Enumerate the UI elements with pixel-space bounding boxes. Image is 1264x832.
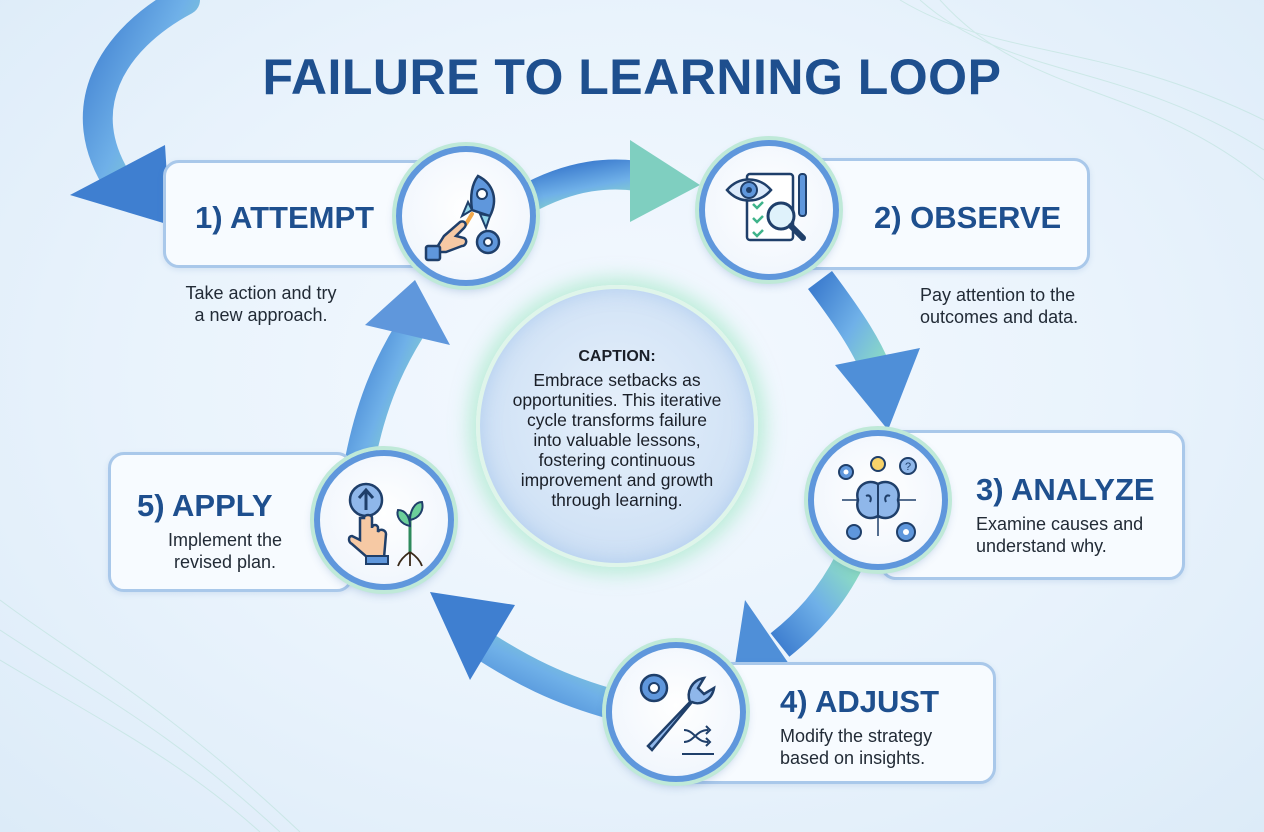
arrow-analyze-to-adjust xyxy=(735,553,864,680)
step-box-apply xyxy=(108,452,353,592)
step-icon-circle-adjust xyxy=(606,642,746,782)
arrow-observe-to-analyze xyxy=(807,271,920,430)
arrow-apply-to-attempt xyxy=(345,280,450,463)
rocket-hand-gear-icon xyxy=(424,174,501,262)
brain-lightbulb-gears-icon: ? xyxy=(838,456,917,542)
step-icon-circle-attempt xyxy=(396,146,536,286)
arrow-adjust-to-apply xyxy=(430,592,619,720)
step-title-adjust: 4) ADJUST xyxy=(780,684,940,719)
step-title-attempt: 1) ATTEMPT xyxy=(195,200,375,235)
caption-text: Embrace setbacks as opportunities. This … xyxy=(512,370,722,510)
svg-text:?: ? xyxy=(905,461,911,473)
step-title-apply: 5) APPLY xyxy=(137,488,273,523)
arrow-attempt-to-observe xyxy=(517,140,700,222)
step-icon-circle-observe xyxy=(699,140,839,280)
step-icon-circle-apply xyxy=(314,450,454,590)
page-title: FAILURE TO LEARNING LOOP xyxy=(262,49,1002,105)
hand-button-plant-icon xyxy=(347,482,424,567)
step-title-analyze: 3) ANALYZE xyxy=(976,472,1155,507)
caption-circle xyxy=(476,285,758,567)
caption-heading: CAPTION: xyxy=(578,348,656,365)
step-title-observe: 2) OBSERVE xyxy=(874,200,1062,235)
eye-clipboard-magnifier-icon xyxy=(725,172,807,242)
step-icon-circle-analyze: ? xyxy=(808,430,948,570)
entry-arrow xyxy=(70,0,200,225)
wrench-gear-shuffle-icon xyxy=(639,673,716,755)
